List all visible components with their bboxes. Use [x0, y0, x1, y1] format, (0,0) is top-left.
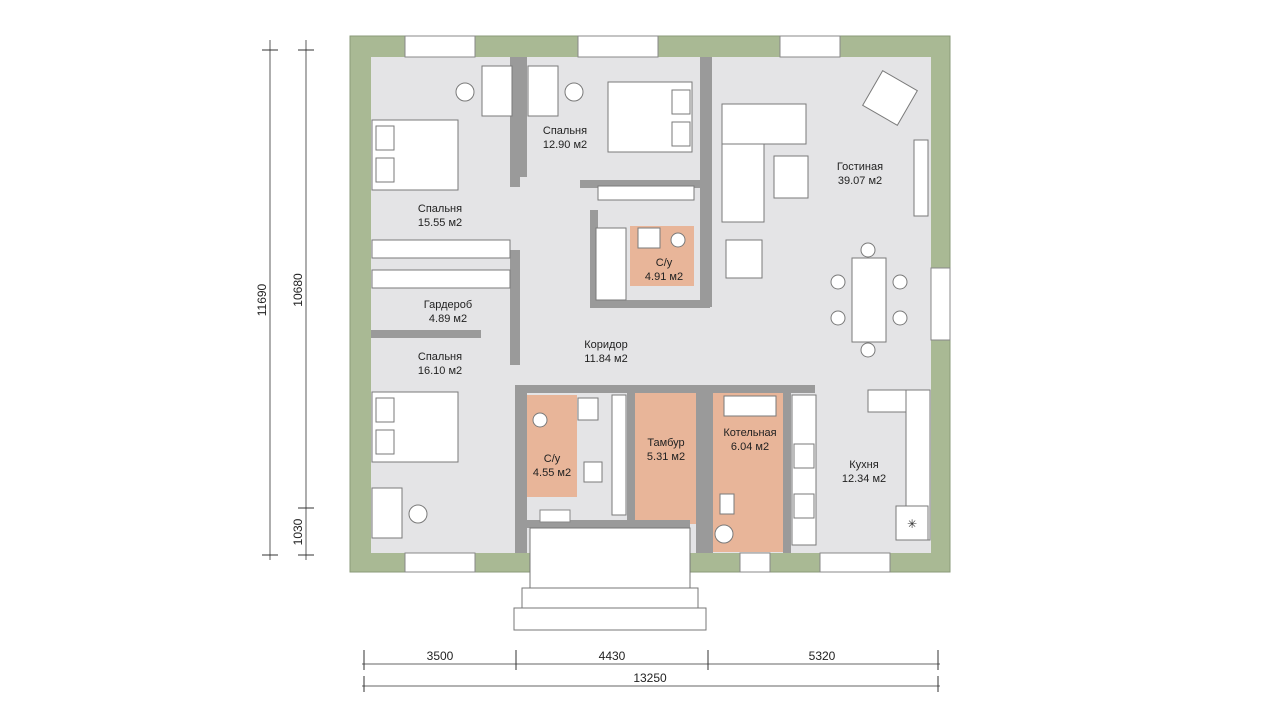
room-name-bathroom-1: С/у — [656, 257, 673, 269]
room-name-bathroom-2: С/у — [544, 453, 561, 465]
room-area-bedroom-3: 16.10 м2 — [418, 365, 462, 377]
tv-stand — [913, 139, 929, 217]
sinks — [577, 227, 661, 483]
dim-total-width: 13250 — [633, 671, 667, 685]
vertical-dimensions: 11690 10680 1030 — [255, 40, 314, 560]
room-area-living-room: 39.07 м2 — [838, 175, 882, 187]
room-area-bathroom-1: 4.91 м2 — [645, 271, 683, 283]
room-area-wardrobe: 4.89 м2 — [429, 313, 467, 325]
pouf — [725, 239, 763, 279]
room-area-vestibule: 5.31 м2 — [647, 451, 685, 463]
dim-width-2: 4430 — [599, 649, 626, 663]
room-name-vestibule: Тамбур — [647, 437, 684, 449]
room-name-bedroom-1: Спальня — [418, 203, 462, 215]
room-area-kitchen: 12.34 м2 — [842, 473, 886, 485]
room-labels: Спальня 15.55 м2 Спальня 12.90 м2 Гостин… — [418, 125, 886, 485]
room-area-boiler-room: 6.04 м2 — [731, 441, 769, 453]
room-area-bedroom-2: 12.90 м2 — [543, 139, 587, 151]
room-name-kitchen: Кухня — [849, 459, 878, 471]
room-area-corridor: 11.84 м2 — [584, 353, 627, 365]
boiler-icon: ✳ — [907, 517, 917, 531]
boiler-room-equipment — [714, 395, 777, 544]
room-name-corridor: Коридор — [584, 339, 627, 351]
toilets — [532, 232, 686, 428]
dim-total-height: 11690 — [255, 283, 269, 316]
interior-walls — [371, 57, 815, 553]
vestibule-floor — [634, 392, 696, 524]
horizontal-dimensions: 3500 4430 5320 13250 — [362, 649, 940, 692]
room-area-bedroom-1: 15.55 м2 — [418, 217, 462, 229]
windows — [404, 35, 951, 573]
bed-3 — [371, 391, 459, 463]
sofa — [721, 103, 809, 223]
room-name-bedroom-3: Спальня — [418, 351, 462, 363]
dim-width-3: 5320 — [809, 649, 836, 663]
bathtub — [595, 227, 627, 301]
dim-inner-height: 10680 — [291, 273, 305, 307]
porch — [513, 527, 707, 631]
bed-2 — [607, 81, 693, 153]
bathroom-2-floor — [527, 395, 577, 497]
room-area-bathroom-2: 4.55 м2 — [533, 467, 571, 479]
bed-1 — [371, 119, 459, 191]
room-name-bedroom-2: Спальня — [543, 125, 587, 137]
armchair — [861, 69, 919, 127]
room-name-boiler-room: Котельная — [723, 427, 776, 439]
dim-width-1: 3500 — [427, 649, 454, 663]
boiler: ✳ — [895, 505, 929, 541]
room-name-living-room: Гостиная — [837, 161, 883, 173]
dining-table — [830, 242, 908, 358]
dim-small-height: 1030 — [291, 518, 305, 545]
room-name-wardrobe: Гардероб — [424, 299, 472, 311]
wardrobe-shelves — [371, 185, 695, 516]
desks — [371, 65, 584, 539]
